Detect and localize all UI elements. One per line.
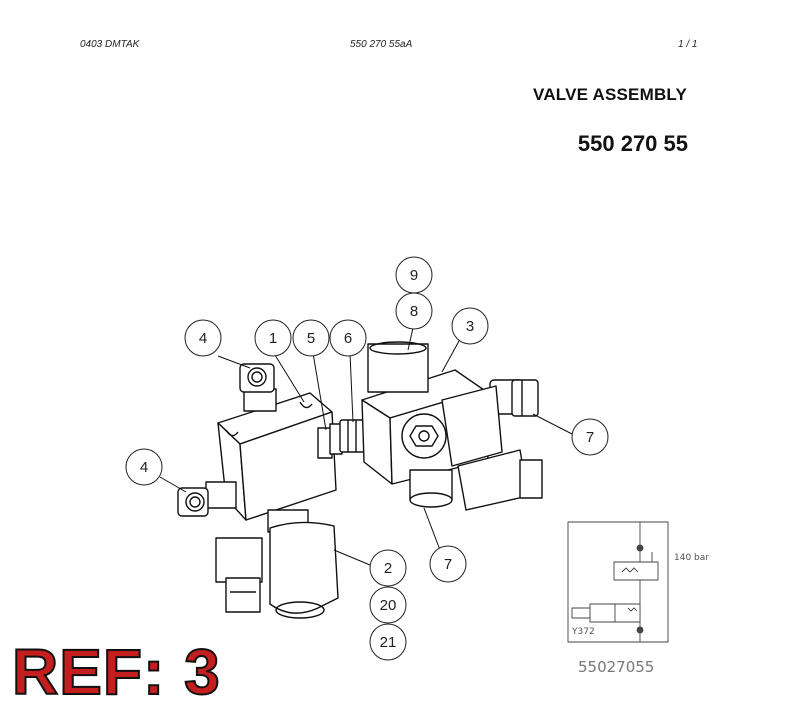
svg-text:7: 7 bbox=[444, 556, 452, 573]
svg-text:6: 6 bbox=[344, 330, 352, 347]
document-number: 550 270 55aA bbox=[350, 39, 413, 50]
svg-text:4: 4 bbox=[140, 459, 148, 476]
solenoid-label: Y372 bbox=[571, 627, 595, 637]
callout-1: 1 bbox=[254, 319, 292, 357]
callout-bubbles: 9 8 3 4 1 5 6 7 bbox=[125, 256, 609, 661]
callout-4-upper: 4 bbox=[184, 319, 222, 357]
callout-9: 9 bbox=[395, 256, 433, 294]
callout-2: 2 bbox=[369, 549, 407, 587]
page-title: VALVE ASSEMBLY bbox=[533, 85, 687, 104]
svg-text:21: 21 bbox=[380, 634, 397, 651]
callout-4-lower: 4 bbox=[125, 448, 163, 486]
pressure-label: 140 bar bbox=[674, 553, 709, 563]
callout-6: 6 bbox=[329, 319, 367, 357]
fitting-right bbox=[489, 379, 539, 417]
svg-text:2: 2 bbox=[384, 560, 392, 577]
callout-21: 21 bbox=[369, 623, 407, 661]
callout-7-lower: 7 bbox=[429, 545, 467, 583]
callout-8: 8 bbox=[395, 292, 433, 330]
schematic-drawing-id: 55027055 bbox=[578, 658, 654, 676]
svg-text:4: 4 bbox=[199, 330, 207, 347]
hydraulic-schematic bbox=[567, 521, 669, 643]
svg-text:9: 9 bbox=[410, 267, 418, 284]
leader-lines bbox=[159, 327, 573, 566]
fitting-lower-left bbox=[177, 481, 237, 517]
ref-label: REF: 3 bbox=[11, 636, 221, 708]
svg-text:3: 3 bbox=[466, 318, 474, 335]
callout-7-right: 7 bbox=[571, 418, 609, 456]
fitting-upper-left bbox=[239, 363, 277, 412]
fitting-bottom bbox=[409, 469, 453, 508]
svg-text:5: 5 bbox=[307, 330, 315, 347]
callout-20: 20 bbox=[369, 586, 407, 624]
solenoid-coil-lower bbox=[215, 509, 339, 619]
svg-text:20: 20 bbox=[380, 597, 397, 614]
svg-text:7: 7 bbox=[586, 429, 594, 446]
adapter-fitting bbox=[317, 419, 365, 459]
header-code: 0403 DMTAK bbox=[80, 39, 140, 50]
solenoid-coil-upper bbox=[441, 385, 543, 511]
svg-text:8: 8 bbox=[410, 303, 418, 320]
part-number: 550 270 55 bbox=[577, 131, 688, 156]
callout-3: 3 bbox=[451, 307, 489, 345]
callout-5: 5 bbox=[292, 319, 330, 357]
valve-body-left bbox=[217, 392, 337, 521]
page-indicator: 1 / 1 bbox=[678, 39, 698, 50]
svg-text:1: 1 bbox=[269, 330, 277, 347]
plug-nut bbox=[401, 413, 447, 459]
